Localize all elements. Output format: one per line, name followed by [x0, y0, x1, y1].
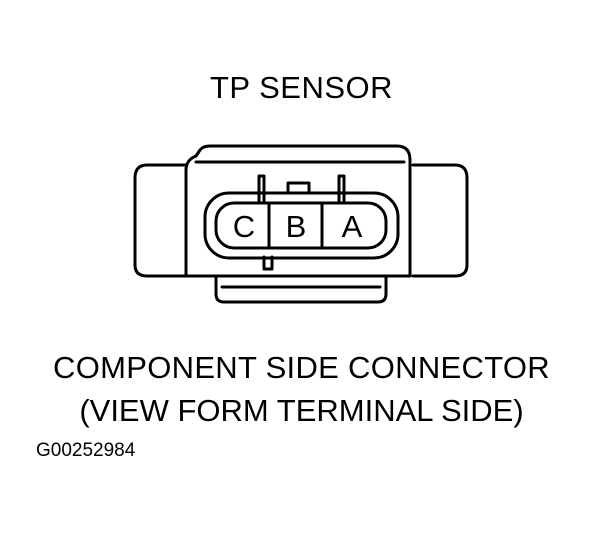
top-key: [286, 181, 311, 193]
terminal-label-b: B: [286, 209, 307, 244]
figure-id: G00252984: [36, 440, 136, 461]
pin-a-lead: [337, 174, 346, 205]
left-mounting-ear: [133, 163, 188, 278]
caption-line-1: COMPONENT SIDE CONNECTOR: [53, 350, 550, 385]
caption-line-2: (VIEW FORM TERMINAL SIDE): [79, 393, 524, 428]
terminal-label-a: A: [342, 209, 363, 244]
right-mounting-ear: [411, 163, 469, 278]
locking-tab: [214, 274, 388, 304]
terminal-cavity-outer: [203, 191, 400, 260]
terminal-label-c: C: [233, 209, 255, 244]
diagram-title: TP SENSOR: [209, 70, 394, 105]
bottom-key: [262, 255, 274, 271]
connector-housing: [184, 144, 412, 278]
terminal-cavity-inner: [214, 201, 388, 250]
pin-c-lead: [257, 174, 266, 205]
